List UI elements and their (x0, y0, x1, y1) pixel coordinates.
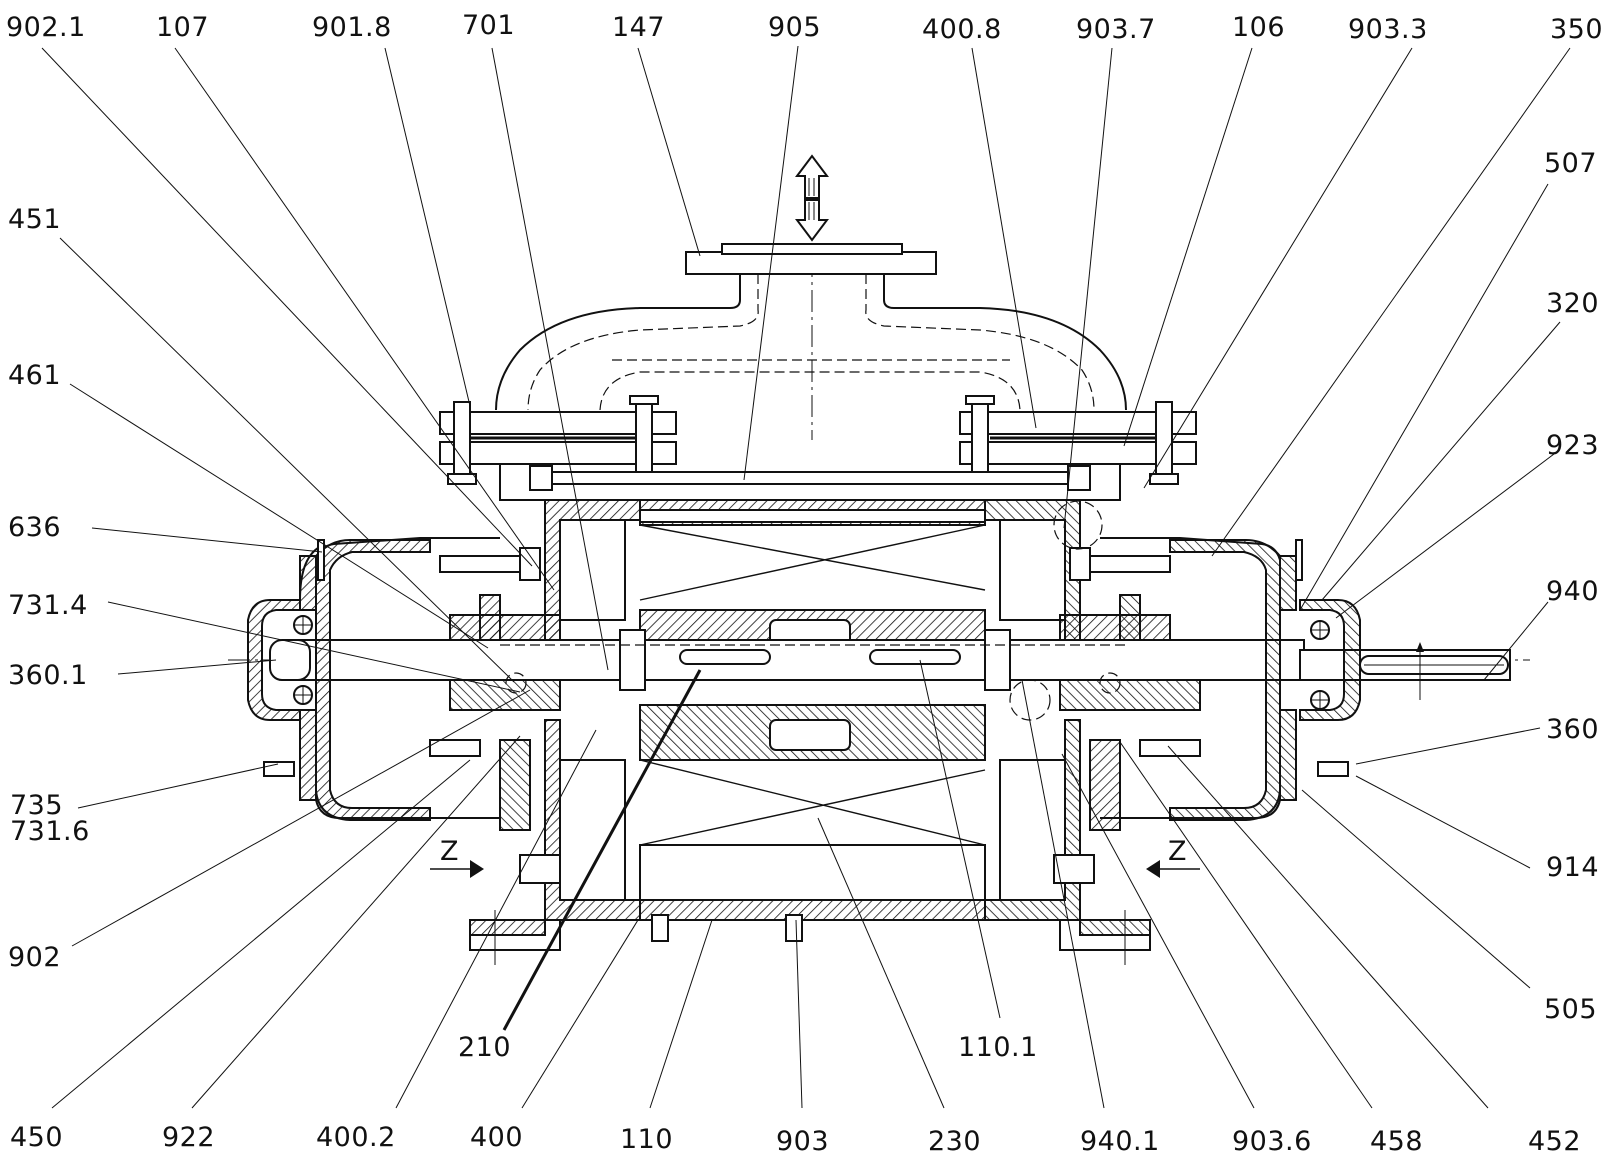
label-507: 507 (1544, 148, 1597, 179)
label-147: 147 (612, 12, 665, 43)
label-452: 452 (1528, 1126, 1581, 1157)
label-903-3: 903.3 (1348, 14, 1428, 45)
label-940-1: 940.1 (1080, 1126, 1160, 1157)
label-903-6: 903.6 (1232, 1126, 1312, 1157)
label-400-8: 400.8 (922, 14, 1002, 45)
label-731-6: 731.6 (10, 816, 90, 847)
label-107: 107 (156, 12, 209, 43)
label-z-left: Z (440, 836, 459, 867)
label-505: 505 (1544, 994, 1597, 1025)
leader-lines (41, 45, 1571, 1109)
label-636: 636 (8, 512, 61, 543)
label-230: 230 (928, 1126, 981, 1157)
label-731-4: 731.4 (8, 590, 88, 621)
label-451: 451 (8, 204, 61, 235)
label-110-1: 110.1 (958, 1032, 1038, 1063)
label-320: 320 (1546, 288, 1599, 319)
label-461: 461 (8, 360, 61, 391)
label-914: 914 (1546, 852, 1599, 883)
label-701: 701 (462, 10, 515, 41)
label-458: 458 (1370, 1126, 1423, 1157)
pump-geometry (41, 45, 1571, 1109)
label-940: 940 (1546, 576, 1599, 607)
label-735: 735 (10, 790, 63, 821)
label-400-2: 400.2 (316, 1122, 396, 1153)
label-210: 210 (458, 1032, 511, 1063)
label-450: 450 (10, 1122, 63, 1153)
label-106: 106 (1232, 12, 1285, 43)
flow-arrows-icon (795, 154, 829, 242)
part-labels: 902.1 107 901.8 701 147 905 400.8 903.7 … (6, 10, 1603, 1157)
label-360-1: 360.1 (8, 660, 88, 691)
label-902-1: 902.1 (6, 12, 86, 43)
label-902: 902 (8, 942, 61, 973)
label-905: 905 (768, 12, 821, 43)
label-903: 903 (776, 1126, 829, 1157)
label-922: 922 (162, 1122, 215, 1153)
label-903-7: 903.7 (1076, 14, 1156, 45)
label-350: 350 (1550, 14, 1603, 45)
label-360: 360 (1546, 714, 1599, 745)
label-110: 110 (620, 1124, 673, 1155)
label-923: 923 (1546, 430, 1599, 461)
label-901-8: 901.8 (312, 12, 392, 43)
label-400: 400 (470, 1122, 523, 1153)
label-z-right: Z (1168, 836, 1187, 867)
